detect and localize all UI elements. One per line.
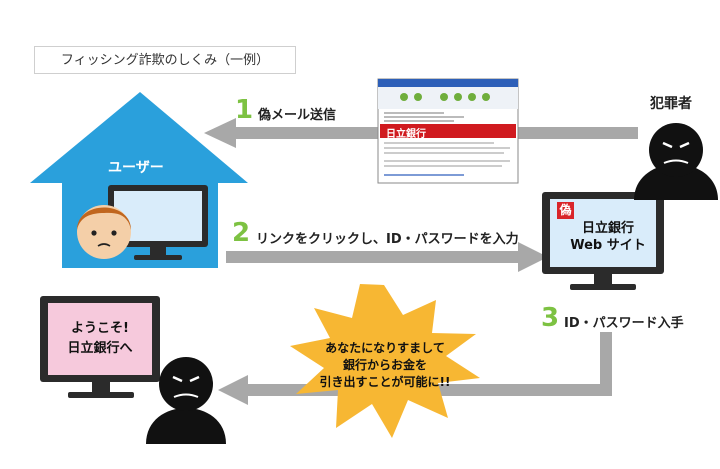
arrow-step2 [226,242,548,272]
user-label: ユーザー [108,160,164,176]
user-monitor [108,185,208,260]
attacker-icon-2 [146,357,226,444]
user-person-icon [77,205,131,259]
fake-site-line1: 日立銀行 [581,221,634,236]
step2-text: リンクをクリックし、ID・パスワードを入力 [256,232,519,247]
fake-badge: 偽 [559,203,572,217]
burst-line2: 銀行からお金を [342,358,427,372]
fake-site-monitor [542,192,664,290]
attacker-icon-1 [634,123,718,200]
step1-number: 1 [235,95,254,125]
attacker-label: 犯罪者 [650,96,692,112]
welcome-line2: 日立銀行へ [67,341,133,356]
burst-line1: あなたになりすまして [325,341,445,355]
step3-number: 3 [541,303,560,333]
step1-text: 偽メール送信 [258,108,337,123]
welcome-line1: ようこそ! [71,321,129,336]
step3-text: ID・パスワード入手 [564,316,684,331]
fake-site-line2: Web サイト [570,238,646,253]
burst-line3: 引き出すことが可能に!! [319,375,451,389]
diagram-title: フィッシング詐欺のしくみ（一例） [34,46,296,74]
fake-email-window [377,78,519,184]
step2-number: 2 [232,218,251,248]
email-banner: 日立銀行 [386,129,426,140]
warning-burst [290,284,480,438]
welcome-monitor [40,296,160,398]
